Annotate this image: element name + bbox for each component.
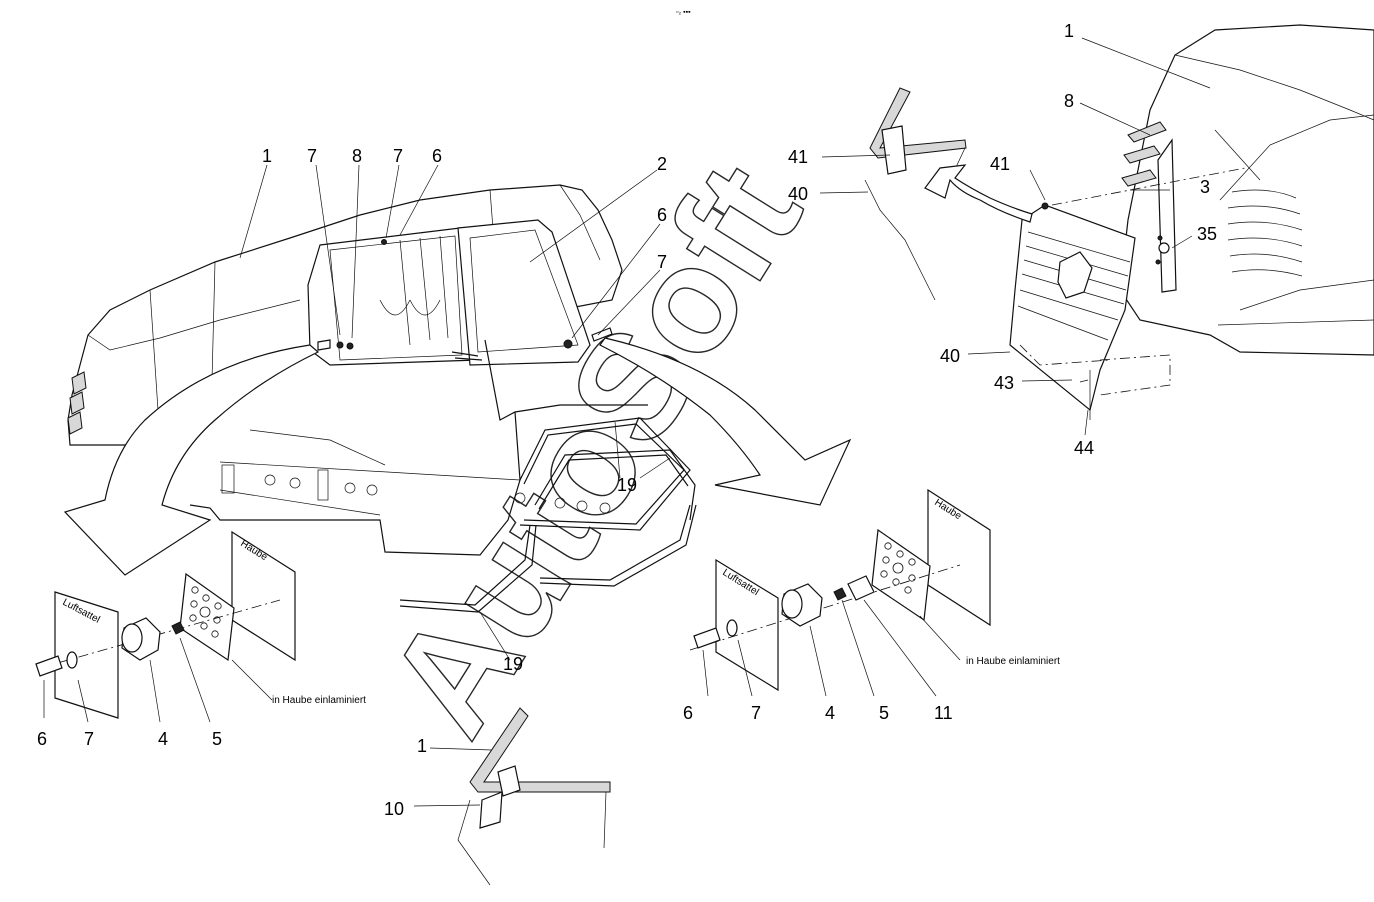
callout-19: 19	[617, 475, 637, 495]
callout-7: 7	[393, 146, 403, 166]
callout-5: 5	[879, 703, 889, 723]
grille-slots	[1227, 189, 1303, 277]
callout-1: 1	[417, 736, 427, 756]
grille-panel-40	[1009, 204, 1136, 412]
plate-haube-left	[231, 530, 296, 662]
curved-arrow	[924, 164, 1033, 223]
callout-6: 6	[37, 729, 47, 749]
screw	[381, 239, 387, 245]
fairing-vents	[67, 371, 87, 435]
callout-2: 2	[657, 154, 667, 174]
arrow-left	[63, 344, 320, 576]
section-hatch	[469, 707, 611, 793]
callout-41: 41	[990, 154, 1010, 174]
note-left: in Haube einlaminiert	[272, 695, 366, 706]
screw	[563, 339, 573, 349]
callout-3: 3	[1200, 177, 1210, 197]
callout-7: 7	[307, 146, 317, 166]
callout-6: 6	[657, 205, 667, 225]
frame-rail	[399, 524, 531, 606]
callout-8: 8	[352, 146, 362, 166]
callout-8: 8	[1064, 91, 1074, 111]
callout-4: 4	[158, 729, 168, 749]
callout-5: 5	[212, 729, 222, 749]
note-right: in Haube einlaminiert	[966, 656, 1060, 667]
callout-1: 1	[1064, 21, 1074, 41]
screw	[336, 341, 344, 349]
bolt-section	[479, 791, 503, 829]
callout-19: 19	[503, 654, 523, 674]
grille-detail	[819, 24, 1374, 436]
callout-7: 7	[84, 729, 94, 749]
drawing-code: ▫₂ ▪▪▪	[676, 9, 691, 16]
left-mount-detail: Luftsattel Haube in Haube einlaminiert	[35, 530, 366, 723]
callout-40: 40	[788, 184, 808, 204]
callout-4: 4	[825, 703, 835, 723]
plate-luftsattel-right	[715, 558, 779, 692]
screw	[346, 342, 354, 350]
right-mount-detail: Luftsattel Haube in Haube einlaminiert	[689, 488, 1060, 697]
grille-emblem	[1057, 251, 1093, 299]
sunroof-glass	[457, 219, 591, 366]
roof-hatch-frame	[307, 227, 479, 366]
callout-1: 1	[262, 146, 272, 166]
washer-left	[66, 651, 78, 669]
callout-6: 6	[683, 703, 693, 723]
callout-11: 11	[934, 703, 953, 723]
callouts: 1 7 8 7 6 2 6 7 19 19 6 7 4 5 6 7 4 5 11…	[37, 21, 1217, 819]
spacer-sleeve	[847, 575, 875, 601]
callout-44: 44	[1074, 438, 1094, 458]
plate-haube-right	[927, 488, 991, 627]
callout-7: 7	[751, 703, 761, 723]
bolt-right	[693, 627, 721, 649]
section-detail	[413, 707, 611, 886]
washer-right	[726, 619, 738, 637]
callout-35: 35	[1197, 224, 1217, 244]
callout-6: 6	[432, 146, 442, 166]
bolt-left	[35, 655, 63, 677]
callout-40: 40	[940, 346, 960, 366]
callout-41: 41	[788, 147, 808, 167]
arrow-right	[599, 337, 852, 506]
callout-43: 43	[994, 373, 1014, 393]
cab-body	[189, 339, 697, 613]
callout-10: 10	[384, 799, 404, 819]
callout-7: 7	[657, 252, 667, 272]
frame-rail	[519, 417, 691, 531]
frame-rail	[534, 449, 696, 521]
